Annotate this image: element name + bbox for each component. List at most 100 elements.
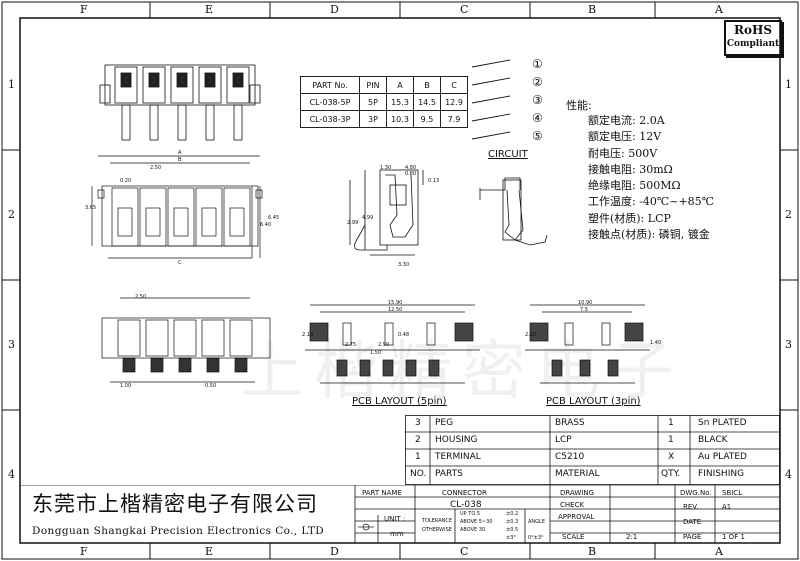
dim-10-90: 10.90: [578, 300, 593, 306]
otherwise-label: OTHERWISE: [422, 527, 452, 533]
part-table-cell: 14.5: [413, 93, 441, 111]
dim-1-00: 1.00: [120, 383, 132, 389]
specs-list: 额定电流: 2.0A 额定电压: 12V 耐电压: 500V 接触电阻: 30m…: [588, 113, 714, 243]
circuit-pin: ①: [532, 57, 543, 71]
angle-tolerance: ±3°: [506, 535, 516, 541]
part-name-value: CONNECTOR: [442, 489, 487, 497]
bom-cell: PEG: [435, 418, 454, 428]
circuit-pin: ③: [532, 93, 543, 107]
part-number-table: PART No. PIN A B C CL-038-5P 5P 15.3 14.…: [300, 76, 468, 128]
column-label: D: [330, 3, 339, 16]
dim-12-50: 12.50: [388, 307, 403, 313]
dim-0-50: 0.50: [205, 383, 217, 389]
dwg-label: DWG.No.: [680, 489, 712, 497]
dim-0-48: 0.48: [398, 332, 410, 338]
bom-cell: 3: [415, 418, 421, 428]
circuit-pin: ②: [532, 75, 543, 89]
rev-value: A1: [722, 503, 732, 511]
dim-15-90: 15.90: [388, 300, 403, 306]
tolerance-range: ABOVE 30: [460, 527, 486, 533]
spec-line: 绝缘电阻: 500MΩ: [588, 179, 681, 193]
spec-line: 耐电压: 500V: [588, 146, 658, 160]
rev-label: REV.: [683, 503, 699, 511]
company-name-cn: 东莞市上楷精密电子有限公司: [32, 492, 318, 516]
date-label: DATE: [683, 518, 702, 526]
bom-cell: HOUSING: [435, 435, 478, 445]
tolerance-value: ±0.5: [506, 527, 519, 533]
column-label: B: [588, 3, 597, 16]
bom-cell: TERMINAL: [435, 452, 481, 462]
column-label: C: [460, 3, 469, 16]
unit-value: mm: [390, 530, 404, 538]
dim-7-5: 7.5: [580, 307, 588, 313]
dim-3pin-2-10: 2.10: [525, 332, 537, 338]
column-label: A: [715, 3, 723, 16]
part-table-header: A: [386, 76, 414, 94]
side-view-drawing: [349, 169, 424, 256]
part-table-cell: 5P: [359, 93, 387, 111]
bom-header: FINISHING: [698, 469, 745, 479]
part-table-cell: 15.3: [386, 93, 414, 111]
column-label: F: [80, 545, 88, 558]
dim-a: A: [178, 150, 182, 156]
top-view-drawing: [99, 64, 261, 141]
spec-line: 塑件(材质): LCP: [588, 211, 671, 225]
bom-cell: LCP: [555, 435, 572, 445]
bom-header: QTY.: [661, 469, 681, 479]
front-view-drawing: [91, 155, 263, 259]
page-label: PAGE: [683, 533, 702, 541]
part-table-cell: 10.3: [386, 110, 414, 128]
bom-cell: BLACK: [698, 435, 728, 445]
part-table-cell: 9.5: [413, 110, 441, 128]
footprint-view-drawing: [101, 297, 271, 383]
pcb-layout-5pin-drawing: [305, 304, 480, 384]
dim-2-99: 2.99: [347, 220, 359, 226]
dim-6-40: 6.40: [260, 222, 272, 228]
pcb-layout-3pin-drawing: [525, 304, 650, 384]
unit-label: UNIT :: [384, 515, 406, 523]
tolerance-value: ±0.3: [506, 519, 519, 525]
drawing-label: DRAWING: [560, 489, 595, 497]
circuit-label: CIRCUIT: [488, 149, 528, 160]
row-label: 1: [785, 78, 792, 91]
angle-label: ANGLE: [528, 519, 545, 525]
dim-6-45: 6.45: [268, 215, 280, 221]
spec-line: 工作温度: -40℃~+85℃: [588, 195, 714, 209]
dim-1-50: 1.50: [370, 350, 382, 356]
dim-2-75: 2.75: [345, 342, 357, 348]
column-label: D: [330, 545, 339, 558]
dim-3-30: 3.30: [398, 262, 410, 268]
bom-cell: Au PLATED: [698, 452, 747, 462]
bom-header: NO.: [410, 469, 427, 479]
bom-cell: BRASS: [555, 418, 585, 428]
terminal-side-drawing: [479, 177, 548, 246]
spec-line: 额定电流: 2.0A: [588, 114, 665, 127]
specs-title: 性能:: [566, 99, 592, 112]
part-table-cell: 7.9: [440, 110, 468, 128]
part-table-header: B: [413, 76, 441, 94]
circuit-pin-list: ① ② ③ ④ ⑤: [532, 55, 543, 145]
column-label: A: [715, 545, 723, 558]
circuit-pin: ⑤: [532, 129, 543, 143]
spec-line: 额定电压: 12V: [588, 130, 662, 144]
check-label: CHECK: [560, 501, 585, 509]
rohs-subtitle: Compliant: [726, 39, 780, 49]
column-label: F: [80, 3, 88, 16]
bom-table-grid: [405, 415, 780, 485]
watermark: 上楷精密电子: [240, 335, 684, 409]
part-table-cell: 12.9: [440, 93, 468, 111]
row-label: 2: [785, 208, 792, 221]
dwg-value: SBICL: [722, 489, 743, 497]
bom-cell: 1: [668, 435, 674, 445]
part-name-label: PART NAME: [362, 489, 402, 497]
dim-4-80: 4.80: [405, 165, 417, 171]
dim-0-13: 0.13: [428, 178, 440, 184]
dim-b: B: [178, 157, 182, 163]
row-label: 4: [785, 468, 792, 481]
page-value: 1 OF 1: [722, 533, 745, 541]
rohs-badge: RoHS Compliant: [724, 20, 782, 56]
dim-1-30: 1.30: [380, 165, 392, 171]
part-table-header: PIN: [359, 76, 387, 94]
part-table-cell: CL-038-3P: [300, 110, 360, 128]
